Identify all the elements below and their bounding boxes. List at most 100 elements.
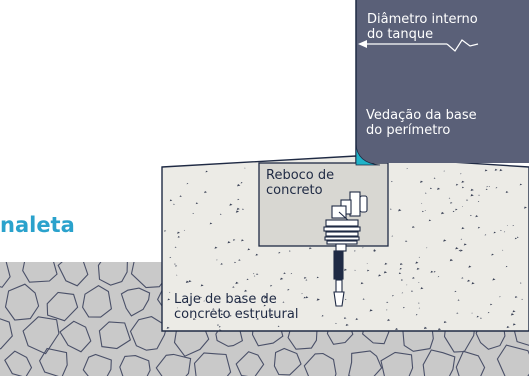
concrete-speckle — [239, 300, 243, 304]
concrete-speckle — [441, 211, 445, 215]
concrete-speckle — [177, 236, 181, 238]
concrete-speckle — [283, 272, 286, 275]
gravel-stone — [380, 351, 414, 376]
concrete-speckle — [459, 249, 463, 252]
concrete-speckle — [438, 328, 442, 331]
concrete-speckle — [355, 318, 359, 321]
concrete-speckle — [426, 247, 428, 249]
gravel-stone — [193, 352, 232, 376]
concrete-speckle — [461, 205, 464, 207]
concrete-speckle — [390, 208, 392, 210]
gravel-stone — [130, 262, 169, 289]
concrete-speckle — [412, 226, 415, 229]
concrete-speckle — [169, 291, 171, 293]
concrete-speckle — [505, 265, 508, 268]
concrete-speckle — [316, 276, 319, 279]
perimeter-seal-label-line2: do perímetro — [366, 123, 451, 138]
concrete-speckle — [486, 186, 489, 188]
gravel-stone — [120, 287, 151, 317]
concrete-speckle — [277, 325, 280, 327]
concrete-speckle — [321, 315, 324, 317]
concrete-speckle — [362, 247, 364, 249]
concrete-speckle — [519, 183, 523, 186]
concrete-speckle — [309, 247, 312, 250]
concrete-speckle — [301, 293, 303, 295]
concrete-speckle — [263, 304, 267, 307]
perimeter-seal — [355, 143, 381, 166]
concrete-speckle — [418, 307, 421, 309]
gravel-stone — [57, 262, 89, 287]
concrete-speckle — [354, 269, 356, 271]
concrete-speckle — [204, 191, 207, 194]
gravel-stone — [155, 353, 192, 376]
concrete-speckle — [263, 296, 268, 299]
concrete-speckle — [360, 282, 364, 285]
concrete-speckle — [217, 324, 220, 326]
gravel-stone — [46, 291, 79, 322]
concrete-speckle — [256, 318, 259, 320]
concrete-speckle — [344, 298, 347, 301]
concrete-speckle — [425, 192, 427, 194]
concrete-speckle — [523, 206, 527, 209]
concrete-speckle — [387, 318, 391, 322]
concrete-speckle — [455, 247, 459, 250]
concrete-speckle — [461, 186, 465, 189]
concrete-speckle — [373, 249, 377, 252]
concrete-speckle — [235, 210, 240, 213]
concrete-speckle — [238, 259, 241, 261]
concrete-speckle — [461, 180, 465, 183]
gravel-stone — [455, 350, 486, 376]
concrete-speckle — [471, 282, 475, 285]
concrete-speckle — [305, 279, 308, 281]
concrete-speckle — [384, 262, 388, 265]
concrete-speckle — [192, 212, 195, 215]
concrete-speckle — [406, 168, 408, 170]
concrete-speckle — [343, 317, 347, 319]
concrete-speckle — [433, 271, 436, 273]
concrete-speckle — [418, 256, 421, 258]
concrete-speckle — [506, 325, 510, 329]
concrete-speckle — [514, 237, 517, 240]
concrete-speckle — [419, 180, 424, 183]
concrete-speckle — [437, 276, 440, 278]
concrete-speckle — [424, 210, 426, 211]
concrete-speckle — [219, 213, 222, 215]
gravel-stone — [348, 350, 383, 376]
concrete-speckle — [494, 168, 498, 171]
tank-wall — [356, 0, 529, 163]
slab-label-line1: Laje de base de — [174, 292, 277, 307]
concrete-speckle — [280, 277, 284, 280]
concrete-speckle — [378, 274, 382, 277]
concrete-speckle — [468, 265, 472, 268]
concrete-speckle — [520, 282, 522, 284]
concrete-speckle — [187, 303, 191, 306]
concrete-speckle — [179, 195, 182, 198]
concrete-speckle — [343, 268, 347, 271]
concrete-speckle — [490, 303, 493, 306]
concrete-speckle — [164, 230, 167, 232]
concrete-speckle — [418, 282, 420, 283]
concrete-speckle — [475, 215, 479, 218]
concrete-speckle — [174, 263, 176, 265]
concrete-speckle — [216, 259, 218, 261]
concrete-speckle — [484, 234, 487, 236]
gravel-stone — [59, 320, 92, 353]
concrete-speckle — [478, 194, 480, 196]
concrete-speckle — [288, 250, 291, 252]
concrete-speckle — [415, 314, 418, 316]
concrete-speckle — [493, 231, 496, 234]
concrete-speckle — [303, 296, 306, 299]
concrete-speckle — [290, 273, 293, 275]
concrete-speckle — [449, 258, 454, 262]
concrete-speckle — [212, 308, 215, 310]
concrete-speckle — [392, 294, 394, 297]
concrete-speckle — [466, 199, 469, 201]
gravel-stone — [38, 347, 68, 376]
grout-label-line1: Reboco de — [266, 168, 335, 183]
concrete-speckle — [236, 207, 240, 210]
perimeter-seal-label-line1: Vedação da base — [366, 108, 477, 123]
concrete-speckle — [255, 253, 259, 256]
tank-diameter-label: Diâmetro interno do tanque — [367, 12, 478, 42]
concrete-speckle — [345, 323, 349, 327]
concrete-speckle — [415, 261, 419, 264]
